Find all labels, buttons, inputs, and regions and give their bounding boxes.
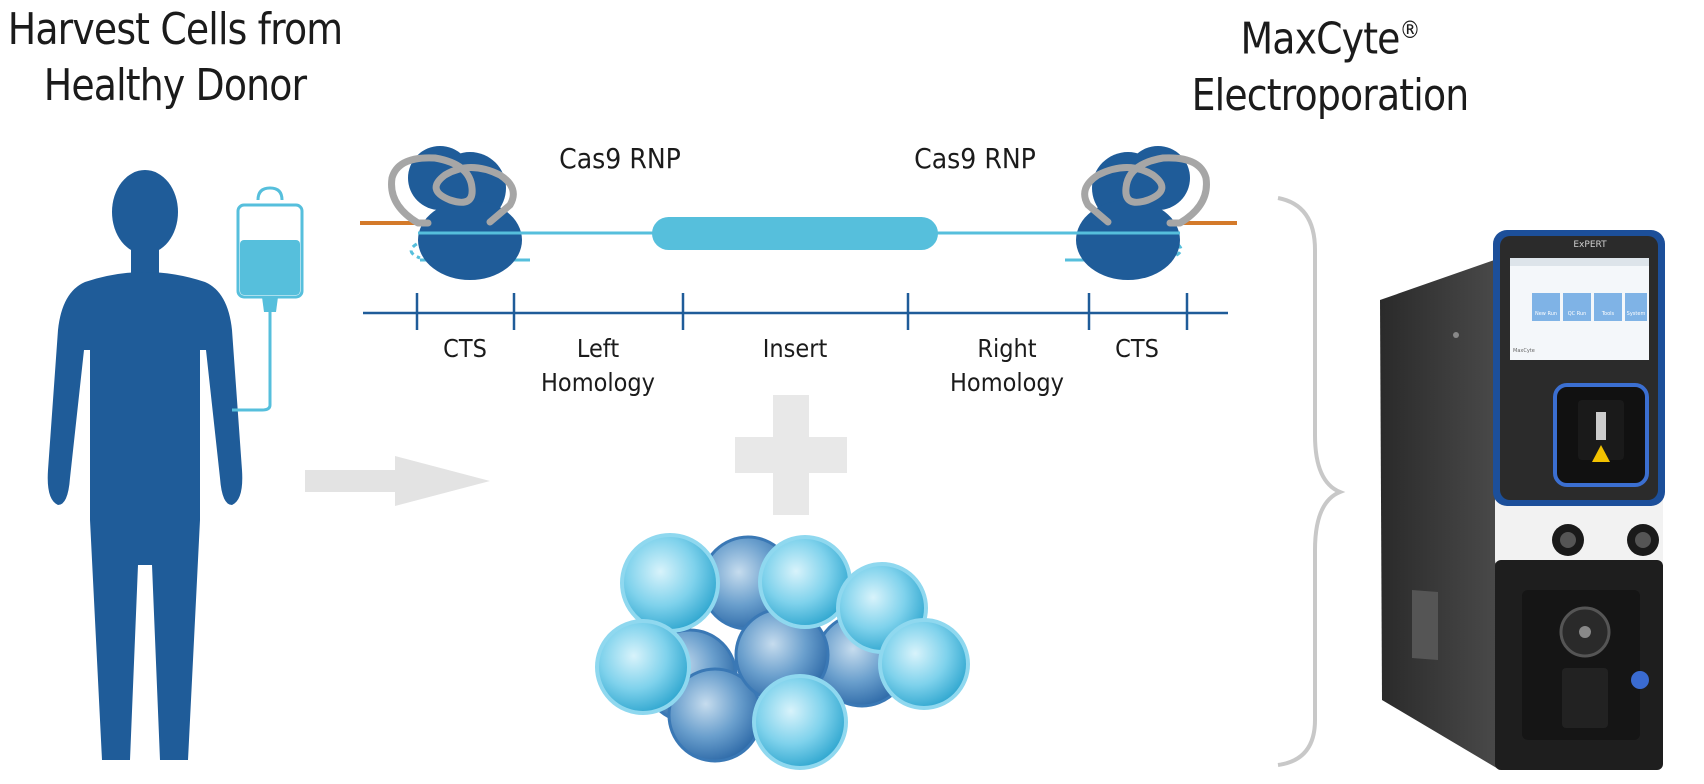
cell (595, 619, 691, 715)
device-screen-button-system: System (1626, 311, 1646, 317)
electroporation-title: MaxCyte® Electroporation (1141, 2, 1519, 124)
segment-ruler (363, 293, 1228, 330)
cas9-rnp-label-left: Cas9 RNP (559, 142, 681, 175)
segment-label-left-homology-line1: Left (576, 334, 620, 363)
cell (878, 618, 970, 710)
cell (752, 674, 848, 770)
right-arrow-icon (305, 456, 490, 506)
cas9-rnp-left-icon (388, 146, 524, 280)
electroporation-title-line2: Electroporation (1191, 69, 1470, 121)
device-screen-button-qc-run: QC Run (1567, 311, 1587, 317)
electroporation-device-icon (1380, 230, 1665, 770)
segment-label-cts-left: CTS (443, 334, 487, 363)
registered-mark: ® (1399, 16, 1421, 44)
segment-label-right-homology-line2: Homology (950, 368, 1064, 397)
segment-label-insert: Insert (762, 334, 828, 363)
maxcyte-name: MaxCyte (1240, 13, 1400, 65)
iv-bag-icon (232, 186, 304, 412)
device-brand-label: ExPERT (1573, 240, 1607, 250)
segment-label-left-homology-line2: Homology (541, 368, 655, 397)
cell (620, 533, 720, 633)
plus-icon (735, 395, 847, 515)
cell-cluster (595, 533, 970, 770)
segment-label-cts-right: CTS (1115, 334, 1159, 363)
device-screen-button-new-run: New Run (1534, 311, 1558, 317)
cas9-rnp-right-icon (1074, 146, 1210, 280)
device-screen-button-tools: Tools (1601, 311, 1615, 317)
device-maker-label: MaxCyte (1513, 348, 1535, 354)
segment-label-right-homology-line1: Right (977, 334, 1037, 363)
cas9-rnp-label-right: Cas9 RNP (914, 142, 1036, 175)
curly-brace (1277, 196, 1346, 767)
harvest-title-line1: Harvest Cells from (7, 4, 343, 55)
human-figure-icon (47, 170, 243, 760)
harvest-title: Harvest Cells from Healthy Donor (0, 2, 360, 114)
harvest-title-line2: Healthy Donor (43, 60, 307, 111)
